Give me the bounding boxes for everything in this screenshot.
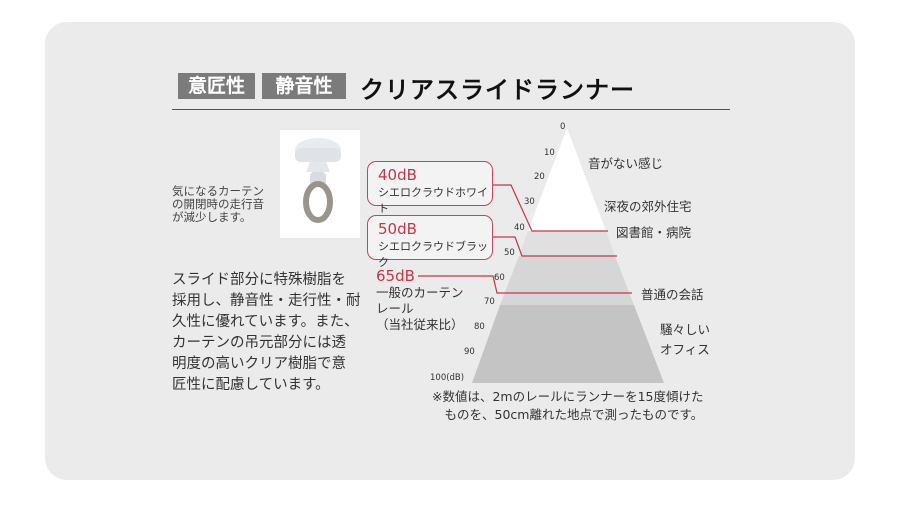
band-40-50 <box>519 231 615 256</box>
product-general: 65dB 一般のカーテン レール （当社従来比） <box>367 268 464 333</box>
level-silent: 音がない感じ <box>588 156 664 171</box>
tick-50: 50 <box>504 248 515 258</box>
tick-30: 30 <box>524 197 535 207</box>
title-divider <box>172 109 730 110</box>
level-noisy-office: 騒々しい オフィス <box>660 322 711 357</box>
tick-40: 40 <box>514 223 525 233</box>
product-name: 一般のカーテン レール （当社従来比） <box>376 285 464 332</box>
level-library: 図書館・病院 <box>616 225 692 240</box>
db-value: 65dB <box>376 267 415 285</box>
tick-70: 70 <box>484 297 495 307</box>
db-value: 40dB <box>378 166 417 184</box>
product-box-black: 50dB シエロクラウドブラック <box>367 215 493 269</box>
tick-100: 100(dB) <box>430 373 465 383</box>
tick-20: 20 <box>534 172 545 182</box>
product-name: シエロクラウドホワイト <box>378 186 488 215</box>
tag-quiet: 静音性 <box>262 73 346 99</box>
tick-80: 80 <box>474 322 485 332</box>
tick-10: 10 <box>544 148 555 158</box>
band-50-70 <box>500 256 634 305</box>
product-name: シエロクラウドブラック <box>378 240 488 269</box>
db-value: 50dB <box>378 220 417 238</box>
measurement-note: ※数値は、2mのレールにランナーを15度傾けた ものを、50cm離れた地点で測っ… <box>432 389 704 422</box>
band-0-40 <box>528 128 606 231</box>
band-70-100 <box>472 305 664 383</box>
line-40db <box>493 184 608 232</box>
page-title: クリアスライドランナー <box>360 76 635 104</box>
product-box-white: 40dB シエロクラウドホワイト <box>367 161 493 215</box>
tag-design: 意匠性 <box>178 73 255 99</box>
line-50db <box>493 236 617 257</box>
tick-0: 0 <box>560 122 566 132</box>
description-text: スライド部分に特殊樹脂を 採用し、静音性・走行性・耐 久性に優れています。また、… <box>172 272 361 393</box>
tick-60: 60 <box>494 273 505 283</box>
runner-photo <box>280 130 360 238</box>
line-65db <box>418 275 632 294</box>
tick-90: 90 <box>464 347 475 357</box>
level-conversation: 普通の会話 <box>641 287 704 302</box>
photo-caption: 気になるカーテン の開閉時の走行音 が減少します。 <box>172 184 264 224</box>
level-night-suburb: 深夜の郊外住宅 <box>604 199 692 214</box>
